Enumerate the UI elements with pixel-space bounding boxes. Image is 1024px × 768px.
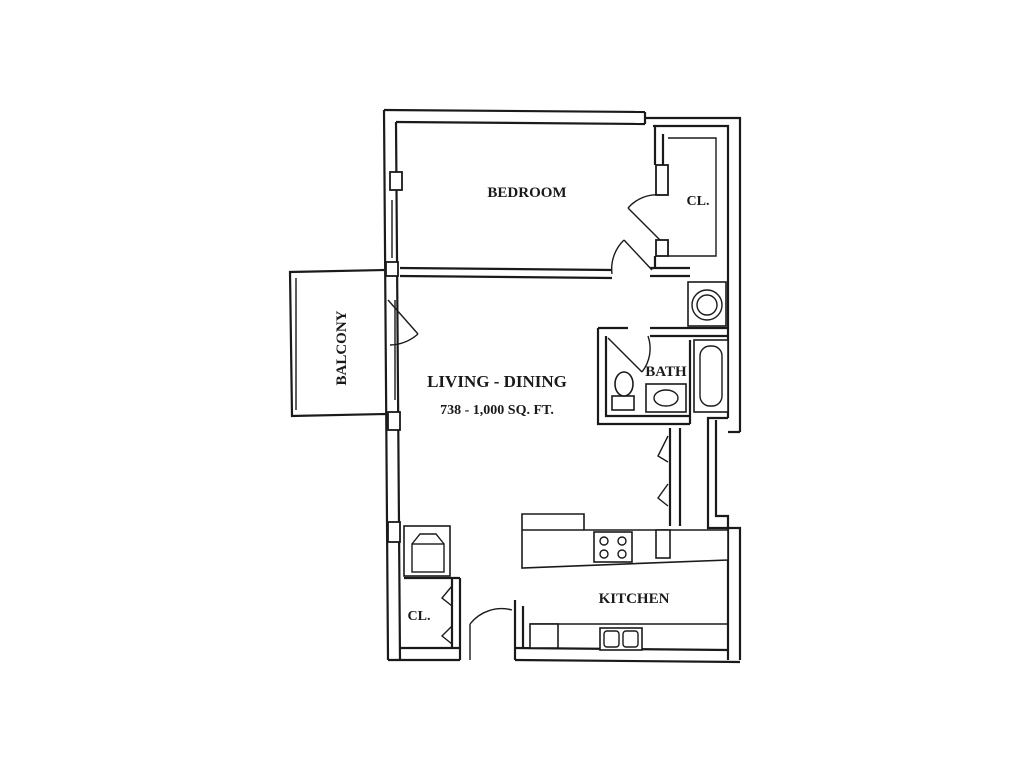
washer: [687, 281, 727, 327]
living-dining: LIVING - DINING 738 - 1,000 SQ. FT.: [427, 372, 567, 418]
bedroom-closet: CL.: [627, 126, 717, 268]
area-label: 738 - 1,000 SQ. FT.: [440, 403, 554, 418]
living-dining-label: LIVING - DINING: [427, 372, 567, 391]
refrigerator: [655, 529, 671, 559]
balcony: BALCONY: [288, 268, 419, 418]
bedroom: BEDROOM: [399, 185, 690, 280]
kitchen-label: KITCHEN: [599, 591, 670, 607]
stove-icon: [593, 531, 633, 563]
hall-closet: [657, 428, 682, 526]
bath-label: BATH: [645, 364, 687, 380]
entry-closet: CL.: [403, 525, 462, 660]
entry-door: [469, 607, 513, 660]
entry-closet-label: CL.: [408, 609, 431, 624]
sink-icon: [599, 627, 643, 651]
kitchen: KITCHEN: [521, 513, 729, 651]
bedroom-closet-label: CL.: [687, 194, 710, 209]
balcony-label: BALCONY: [334, 310, 350, 385]
bathroom: BATH: [596, 326, 729, 426]
bedroom-label: BEDROOM: [487, 185, 566, 201]
